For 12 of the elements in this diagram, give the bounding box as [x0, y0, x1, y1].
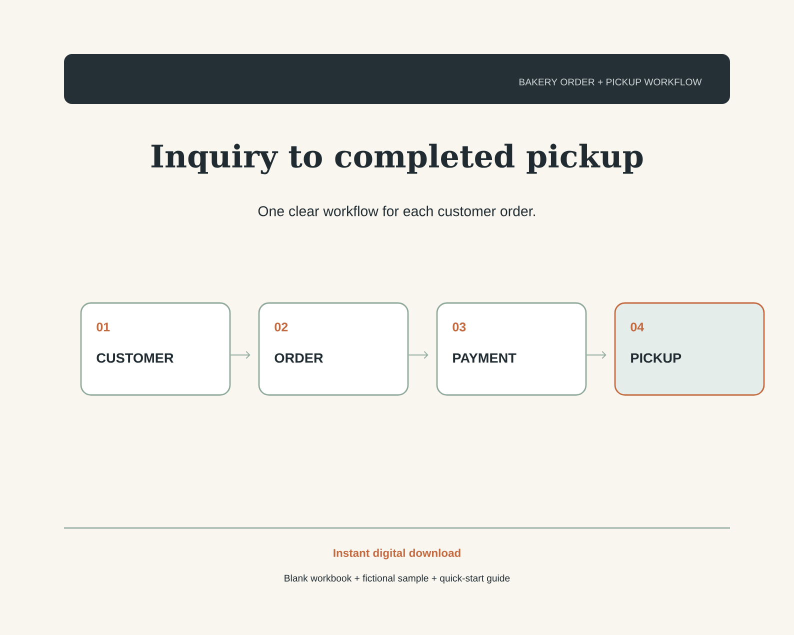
step-card: 02 ORDER: [258, 302, 409, 396]
step-card: 03 PAYMENT: [436, 302, 587, 396]
header-bar: BAKERY ORDER + PICKUP WORKFLOW: [64, 54, 730, 104]
footer-note: Instant digital download: [334, 548, 460, 560]
step-card: 01 CUSTOMER: [80, 302, 231, 396]
subtitle: One clear workflow for each customer order.: [258, 206, 535, 216]
arrow: [408, 351, 428, 359]
title: Inquiry to completed pickup: [151, 144, 643, 174]
arrow: [230, 351, 250, 359]
step-card: 04 PICKUP: [614, 302, 765, 396]
arrow: [586, 351, 606, 359]
footer-text: Blank workbook + fictional sample + quick-start guide: [284, 574, 510, 584]
